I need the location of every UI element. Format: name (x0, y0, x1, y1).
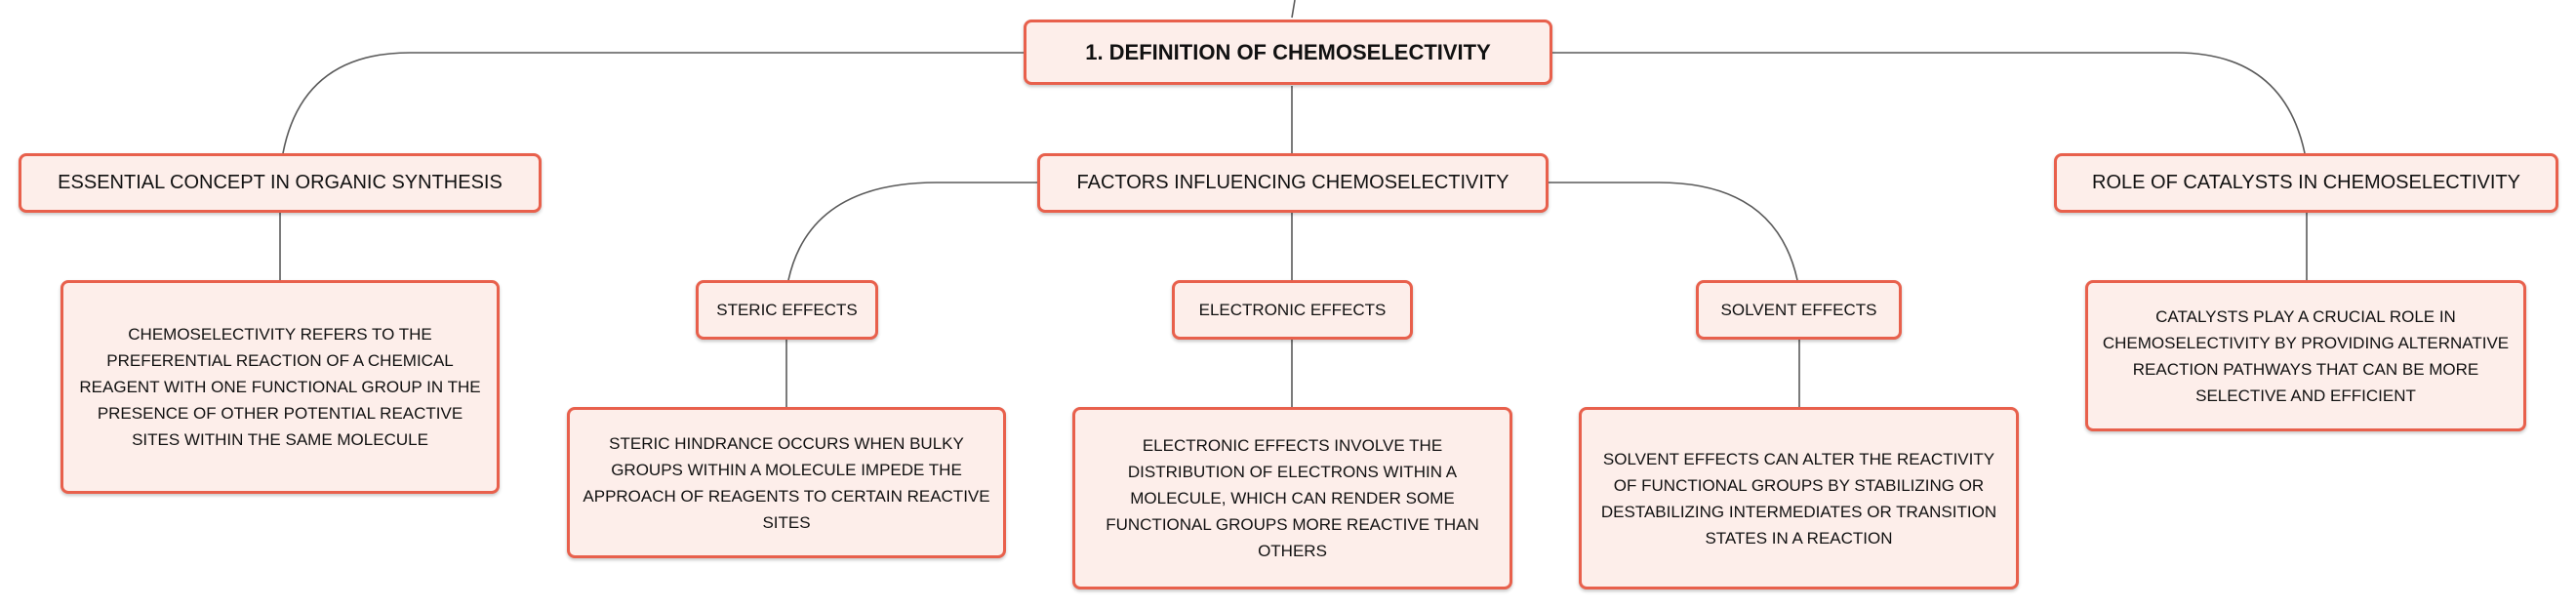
detail-electronic-effects[interactable]: ELECTRONIC EFFECTS INVOLVE THE DISTRIBUT… (1072, 407, 1512, 589)
connector-root-left (282, 52, 1025, 154)
detail-solvent-effects[interactable]: SOLVENT EFFECTS CAN ALTER THE REACTIVITY… (1579, 407, 2019, 589)
connector-center-solvent (1549, 182, 1798, 281)
subtopic-electronic-effects[interactable]: ELECTRONIC EFFECTS (1172, 280, 1413, 340)
detail-steric-effects[interactable]: STERIC HINDRANCE OCCURS WHEN BULKY GROUP… (567, 407, 1006, 558)
topic-role-of-catalysts[interactable]: ROLE OF CATALYSTS IN CHEMOSELECTIVITY (2054, 153, 2558, 213)
topic-essential-concept[interactable]: ESSENTIAL CONCEPT IN ORGANIC SYNTHESIS (19, 153, 542, 213)
root-topic-node[interactable]: 1. DEFINITION OF CHEMOSELECTIVITY (1024, 20, 1552, 85)
topic-factors-influencing[interactable]: FACTORS INFLUENCING CHEMOSELECTIVITY (1037, 153, 1549, 213)
detail-role-of-catalysts[interactable]: CATALYSTS PLAY A CRUCIAL ROLE IN CHEMOSE… (2085, 280, 2526, 431)
detail-essential-concept[interactable]: CHEMOSELECTIVITY REFERS TO THE PREFERENT… (60, 280, 500, 494)
connector-root-parent (1291, 0, 1296, 19)
subtopic-steric-effects[interactable]: STERIC EFFECTS (696, 280, 878, 340)
connector-center-steric (787, 182, 1037, 281)
connector-root-right (1551, 52, 2306, 154)
subtopic-solvent-effects[interactable]: SOLVENT EFFECTS (1696, 280, 1902, 340)
